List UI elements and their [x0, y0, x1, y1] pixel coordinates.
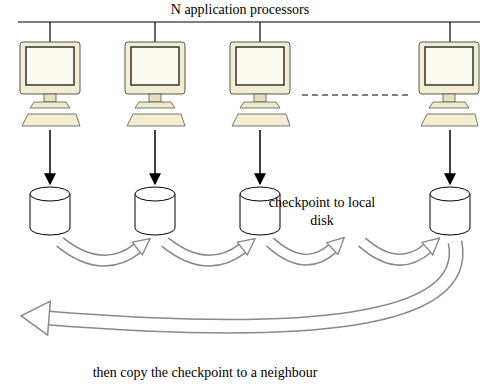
bus-line: [18, 21, 480, 22]
caption-note: then copy the checkpoint to a neighbour: [0, 364, 410, 382]
step-note: checkpoint to local disk: [266, 194, 378, 230]
disk-icons: [30, 187, 470, 235]
copy-arrows: [48, 242, 456, 326]
bus-drops: [50, 22, 450, 42]
bus-label: N application processors: [0, 1, 480, 19]
checkpoint-arrows: [50, 130, 450, 184]
dashed-continuation: [302, 94, 410, 95]
monitor-icons: [20, 42, 479, 126]
